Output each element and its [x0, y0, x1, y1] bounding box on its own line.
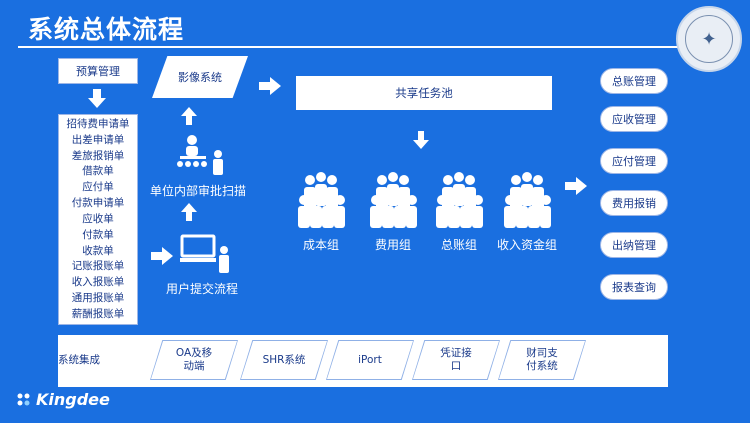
- up-arrow-icon: [181, 107, 197, 125]
- down-arrow-icon: [88, 89, 106, 108]
- doc-item: 收款单: [82, 244, 114, 257]
- page-title: 系统总体流程: [28, 15, 185, 44]
- system-finance-payment: 财司支 付系统: [498, 340, 586, 380]
- module-cashier: 出纳管理: [600, 232, 668, 258]
- doc-item: 招待费申请单: [66, 117, 130, 130]
- module-receivables: 应收管理: [600, 106, 668, 132]
- doc-item: 付款申请单: [71, 197, 125, 210]
- right-arrow-icon: [151, 247, 173, 265]
- doc-item: 借款单: [82, 165, 114, 178]
- shared-task-pool: 共享任务池: [296, 76, 552, 110]
- doc-item: 通用报账单: [71, 292, 125, 305]
- doc-item: 薪酬报账单: [71, 307, 125, 320]
- kingdee-logo: Kingdee: [16, 390, 110, 409]
- group-people-icon: [370, 172, 417, 228]
- doc-item: 出差申请单: [71, 133, 125, 146]
- doc-item: 差旅报销单: [71, 149, 125, 162]
- group-people-icon: [504, 172, 551, 228]
- group-label-ledger: 总账组: [440, 238, 477, 252]
- system-oa-mobile: OA及移 动端: [150, 340, 238, 380]
- document-list: 招待费申请单 出差申请单 差旅报销单 借款单 应付单 付款申请单 应收单 付款单…: [58, 114, 138, 325]
- right-arrow-icon: [565, 177, 587, 195]
- module-expense-reimbursement: 费用报销: [600, 190, 668, 216]
- user-submit-label: 用户提交流程: [166, 282, 239, 296]
- module-report-query: 报表查询: [600, 274, 668, 300]
- module-payables: 应付管理: [600, 148, 668, 174]
- doc-item: 应收单: [82, 212, 114, 225]
- brand-name: Kingdee: [36, 390, 110, 409]
- group-people-icon: [298, 172, 345, 228]
- group-people-icon: [436, 172, 483, 228]
- system-shr: SHR系统: [240, 340, 328, 380]
- doc-item: 记账报账单: [71, 260, 125, 273]
- doc-item: 付款单: [82, 228, 114, 241]
- budget-box: 预算管理: [58, 58, 138, 84]
- meeting-icon: [177, 135, 223, 175]
- group-label-cost: 成本组: [302, 238, 339, 252]
- group-label-revenue-funds: 收入资金组: [496, 238, 557, 252]
- seal-icon: ✦: [676, 6, 742, 72]
- kingdee-mark-icon: [17, 393, 30, 405]
- down-arrow-icon: [413, 131, 429, 149]
- internal-audit-label: 单位内部审批扫描: [150, 184, 247, 198]
- doc-item: 应付单: [82, 181, 114, 194]
- system-voucher-interface: 凭证接 口: [412, 340, 500, 380]
- up-arrow-icon: [181, 203, 197, 221]
- system-iport: iPort: [326, 340, 414, 380]
- right-arrow-icon: [259, 77, 281, 95]
- title-divider: [18, 46, 720, 48]
- integration-label: 系统集成: [58, 354, 100, 366]
- module-general-ledger: 总账管理: [600, 68, 668, 94]
- group-label-expense: 费用组: [374, 238, 411, 252]
- imaging-system-box: 影像系统: [152, 56, 248, 98]
- doc-item: 收入报账单: [71, 276, 125, 289]
- computer-user-icon: [180, 234, 229, 273]
